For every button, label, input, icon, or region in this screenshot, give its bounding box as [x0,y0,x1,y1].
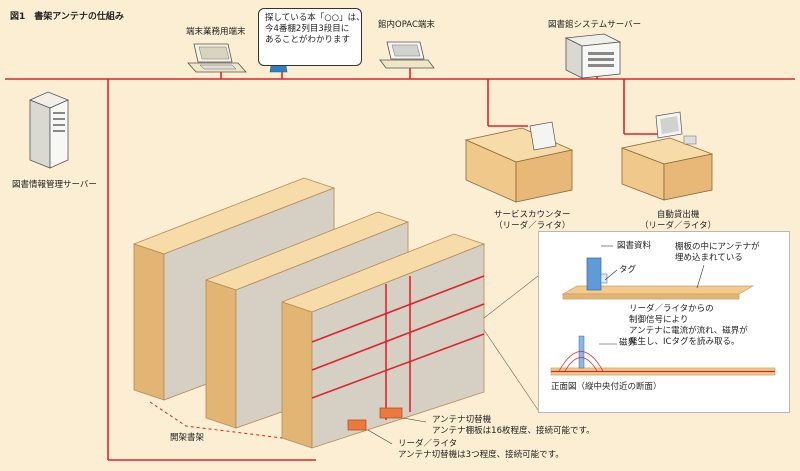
shelf-board-front [562,293,740,300]
reader-writer-box [347,419,367,431]
label-book-material: 図書資料 [617,241,652,251]
bookshelf-front [280,233,486,449]
open-shelf-dashed-outline [149,401,283,439]
staff-terminal-icon [187,43,247,73]
leader-switch [402,417,427,423]
label-staff-terminal: 端末業務用端末 [186,27,246,37]
label-antenna-switch: アンテナ切替機 アンテナ棚板は16枚程度、接続可能です。 [432,415,595,436]
inset-art [550,245,776,376]
label-system-server: 図書館システムサーバー [548,20,642,30]
self-checkout-icon [620,111,714,201]
label-tag: タグ [619,265,637,275]
figure-title: 図1 書架アンテナの仕組み [10,12,124,22]
shelf-antenna-lines [311,275,485,420]
system-server-icon [564,33,622,79]
inset-connector-top [483,275,539,319]
leader-reader [367,429,393,445]
antenna-detail-inset: 図書資料 タグ 棚板の中にアンテナが 埋め込まれている リーダ／ライタからの 制… [538,231,790,413]
service-counter-icon [464,121,574,203]
speech-bubble: 探している本「○○」は、 今4番棚2列目3段目に あることがわかります [258,8,365,66]
label-reader-writer: リーダ／ライタ アンテナ切替機は3つ程度、接続可能です。 [398,439,564,460]
inset-connector-bottom [483,329,539,411]
book-icon [586,257,602,291]
book-server-icon [28,91,70,169]
label-opac-terminal: 館内OPAC端末 [378,20,435,30]
label-service-counter: サービスカウンター （リーダ／ライタ） [494,210,571,231]
label-shelf-note: 棚板の中にアンテナが 埋め込まれている [675,242,760,263]
label-self-checkout: 自動貸出機 （リーダ／ライタ） [640,210,717,231]
label-magnetic-field: 磁界 [619,338,637,348]
magnetic-field-lines [558,351,604,372]
label-open-shelf: 開架書架 [170,433,205,443]
antenna-switch-box [379,407,403,419]
label-book-server: 図書情報管理サーバー [12,180,97,190]
label-front-view: 正面図（縦中央付近の断面） [551,382,662,392]
label-signal-note: リーダ／ライタからの 制御信号により アンテナに電流が流れ、磁界が 発生し、IC… [629,304,748,347]
bubble-text: 探している本「○○」は、 今4番棚2列目3段目に あることがわかります [265,13,365,45]
opac-terminal-icon [379,41,435,69]
ic-tag-icon [600,273,608,284]
